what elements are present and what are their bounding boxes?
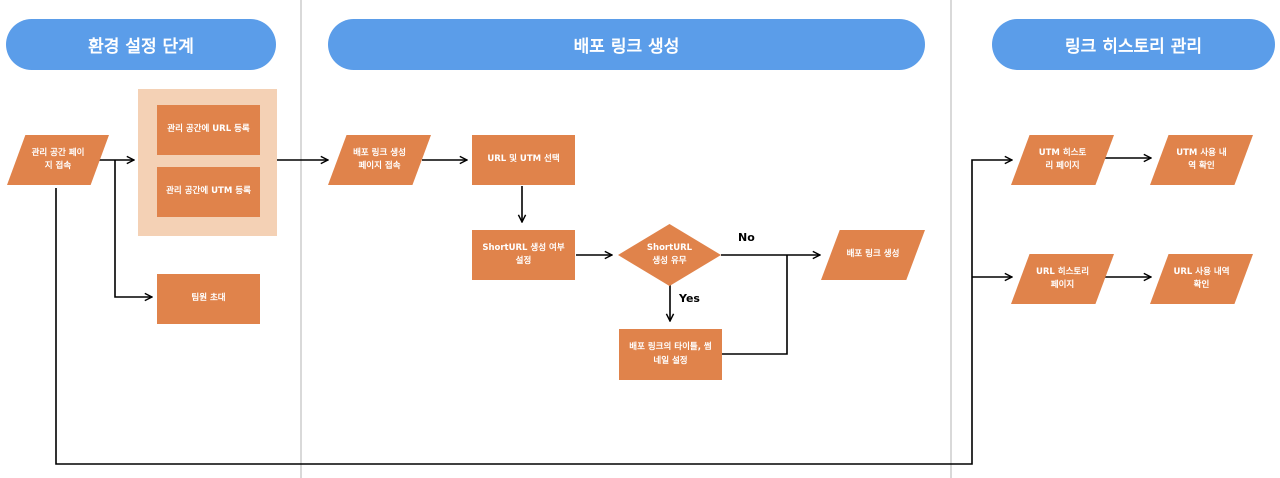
edge-label-no: No bbox=[738, 231, 755, 244]
node-shorturl-decision: ShortURL 생성 유무 bbox=[618, 224, 721, 286]
phase-header-create: 배포 링크 생성 bbox=[328, 19, 925, 70]
node-utm-usage: UTM 사용 내 역 확인 bbox=[1150, 135, 1253, 185]
node-set-title-thumb: 배포 링크의 타이틀, 썸 네일 설정 bbox=[619, 329, 722, 380]
edge-label-yes: Yes bbox=[679, 292, 700, 305]
node-url-usage: URL 사용 내역 확인 bbox=[1150, 254, 1253, 304]
node-access-create-label: 배포 링크 생성 페이지 접속 bbox=[353, 147, 406, 171]
node-utm-history-label: UTM 히스토 리 페이지 bbox=[1038, 147, 1087, 171]
edge-access-to-invite bbox=[114, 160, 152, 297]
node-select-url-utm: URL 및 UTM 선택 bbox=[472, 135, 575, 185]
phase-header-history: 링크 히스토리 관리 bbox=[992, 19, 1275, 70]
node-register-url: 관리 공간에 URL 등록 bbox=[157, 105, 260, 155]
node-url-history-label: URL 히스토리 페이지 bbox=[1035, 266, 1090, 290]
node-register-utm-label: 관리 공간에 UTM 등록 bbox=[166, 186, 251, 197]
node-shorturl-setting-label: ShortURL 생성 여부 설정 bbox=[482, 242, 565, 266]
node-register-utm: 관리 공간에 UTM 등록 bbox=[157, 167, 260, 217]
node-register-url-label: 관리 공간에 URL 등록 bbox=[167, 124, 250, 135]
phase-divider-1 bbox=[300, 0, 302, 478]
node-utm-history: UTM 히스토 리 페이지 bbox=[1011, 135, 1114, 185]
node-access-admin: 관리 공간 페이 지 접속 bbox=[7, 135, 109, 185]
node-shorturl-setting: ShortURL 생성 여부 설정 bbox=[472, 230, 575, 280]
node-access-create: 배포 링크 생성 페이지 접속 bbox=[328, 135, 431, 185]
phase-header-env: 환경 설정 단계 bbox=[6, 19, 276, 70]
phase-divider-2 bbox=[950, 0, 952, 478]
node-url-history: URL 히스토리 페이지 bbox=[1011, 254, 1114, 304]
node-access-admin-label: 관리 공간 페이 지 접속 bbox=[31, 147, 85, 171]
node-invite-team: 팀원 초대 bbox=[157, 274, 260, 324]
node-create-link-label: 배포 링크 생성 bbox=[846, 249, 900, 260]
node-select-url-utm-label: URL 및 UTM 선택 bbox=[487, 154, 560, 165]
node-utm-usage-label: UTM 사용 내 역 확인 bbox=[1176, 147, 1227, 171]
node-invite-team-label: 팀원 초대 bbox=[191, 293, 226, 304]
edge-loop-to-history bbox=[55, 160, 1012, 465]
node-create-link: 배포 링크 생성 bbox=[821, 230, 925, 280]
node-url-usage-label: URL 사용 내역 확인 bbox=[1173, 266, 1230, 290]
node-shorturl-decision-label: ShortURL 생성 유무 bbox=[646, 242, 693, 266]
node-set-title-thumb-label: 배포 링크의 타이틀, 썸 네일 설정 bbox=[629, 342, 712, 366]
edge-title-to-merge bbox=[722, 255, 788, 355]
